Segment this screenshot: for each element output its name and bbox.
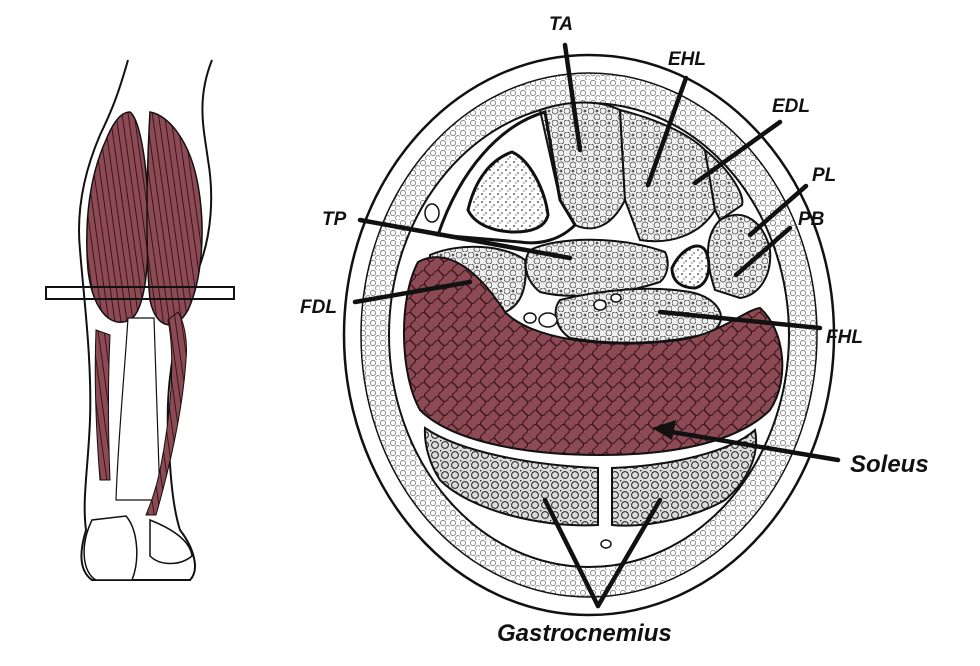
fdl-label: FDL <box>300 297 337 318</box>
heel <box>83 515 193 581</box>
fhl-leader <box>657 309 823 331</box>
tibia <box>466 150 550 234</box>
soleus-arrowhead <box>652 420 676 440</box>
section-level-marker <box>45 286 235 300</box>
edl-leader <box>692 119 783 186</box>
gastrocnemius-lateral-head <box>611 428 758 527</box>
ta-leader <box>562 42 583 153</box>
peroneal-region <box>707 213 772 300</box>
ta-label: TA <box>549 14 573 35</box>
gastrocnemius-leader-medial <box>542 497 601 609</box>
pl-label: PL <box>812 165 836 186</box>
soleus-region <box>402 256 784 457</box>
fibula <box>670 244 711 290</box>
pb-label: PB <box>798 209 825 230</box>
pb-leader <box>733 225 793 278</box>
tp-leader <box>357 217 573 261</box>
gastrocnemius-medial-head <box>423 426 599 527</box>
gastrocnemius-right-head <box>146 111 203 326</box>
gastrocnemius-left-head <box>86 111 150 323</box>
medial-muscle-strip <box>94 329 111 481</box>
tibia-cortex-frame <box>435 110 577 245</box>
fhl-label: FHL <box>826 327 863 348</box>
ehl-leader <box>645 75 689 188</box>
edl-label: EDL <box>772 96 810 117</box>
leader-lines <box>352 42 841 609</box>
gastrocnemius-leader-lateral <box>595 497 663 609</box>
soleus-label: Soleus <box>850 451 929 478</box>
soleus-leader <box>657 427 841 463</box>
tp-label: TP <box>322 209 347 230</box>
pl-leader <box>747 183 809 238</box>
fdl-leader <box>352 279 473 305</box>
posterior-leg-illustration <box>45 59 235 581</box>
lateral-muscle-strip <box>145 311 187 516</box>
tibialis-posterior-region <box>524 238 669 297</box>
gastrocnemius-label: Gastrocnemius <box>497 620 672 647</box>
ehl-label: EHL <box>668 49 706 70</box>
cross-section <box>342 53 836 617</box>
neurovascular-bundle <box>424 203 622 549</box>
